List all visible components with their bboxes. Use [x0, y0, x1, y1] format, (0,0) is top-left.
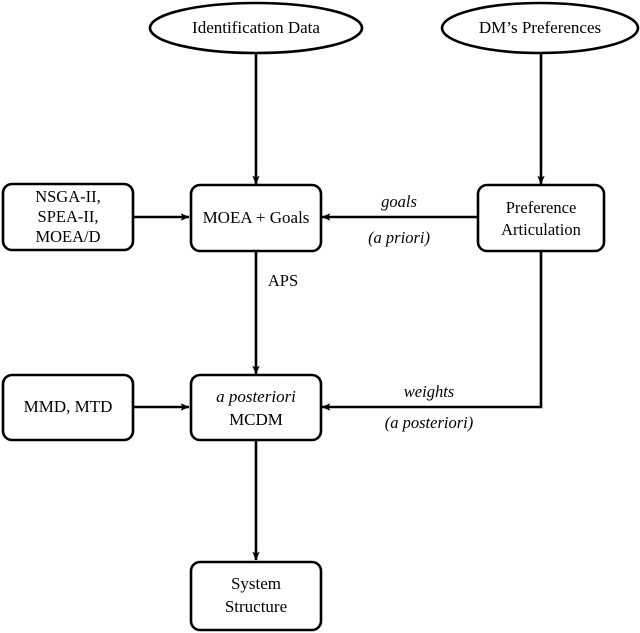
preference-articulation-box: [476, 183, 606, 253]
mcdm-label-line-1: a posteriori: [216, 387, 296, 406]
mcdm-box: [189, 373, 323, 442]
node-mcdm[interactable]: a posteriori MCDM: [189, 373, 323, 442]
edge-label-a-priori: (a priori): [368, 228, 430, 247]
node-algorithms[interactable]: NSGA-II, SPEA-II, MOEA/D: [1, 182, 135, 252]
system-structure-label-line-2: Structure: [225, 597, 287, 616]
moea-goals-label: MOEA + Goals: [203, 208, 310, 227]
edge-preference-to-mcdm: [321, 252, 543, 411]
node-metrics[interactable]: MMD, MTD: [1, 373, 135, 442]
identification-data-ellipse: [148, 1, 364, 55]
identification-data-label: Identification Data: [192, 18, 320, 37]
edge-label-aps: APS: [268, 271, 298, 290]
mcdm-label-line-2: MCDM: [229, 410, 283, 429]
algorithms-label-line-1: NSGA-II,: [35, 187, 101, 206]
node-preference-articulation[interactable]: Preference Articulation: [476, 183, 606, 253]
node-moea-goals[interactable]: MOEA + Goals: [189, 183, 323, 253]
algorithms-label-line-2: SPEA-II,: [38, 207, 99, 226]
system-structure-label-line-1: System: [231, 574, 281, 593]
edge-label-a-posteriori: (a posteriori): [385, 413, 473, 432]
node-dm-preferences[interactable]: DM’s Preferences: [440, 1, 640, 55]
system-structure-box: [189, 560, 323, 632]
preference-articulation-label-line-1: Preference: [506, 198, 577, 217]
algorithms-box: [1, 182, 135, 252]
metrics-label: MMD, MTD: [24, 397, 113, 416]
edge-label-goals: goals: [381, 192, 417, 211]
dm-preferences-ellipse: [440, 1, 640, 55]
node-identification-data[interactable]: Identification Data: [148, 1, 364, 55]
moea-goals-box: [189, 183, 323, 253]
edge-label-weights: weights: [404, 382, 454, 401]
preference-articulation-label-line-2: Articulation: [501, 220, 581, 239]
dm-preferences-label: DM’s Preferences: [479, 18, 601, 37]
metrics-box: [1, 373, 135, 442]
node-system-structure[interactable]: System Structure: [189, 560, 323, 632]
algorithms-label-line-3: MOEA/D: [35, 227, 100, 246]
